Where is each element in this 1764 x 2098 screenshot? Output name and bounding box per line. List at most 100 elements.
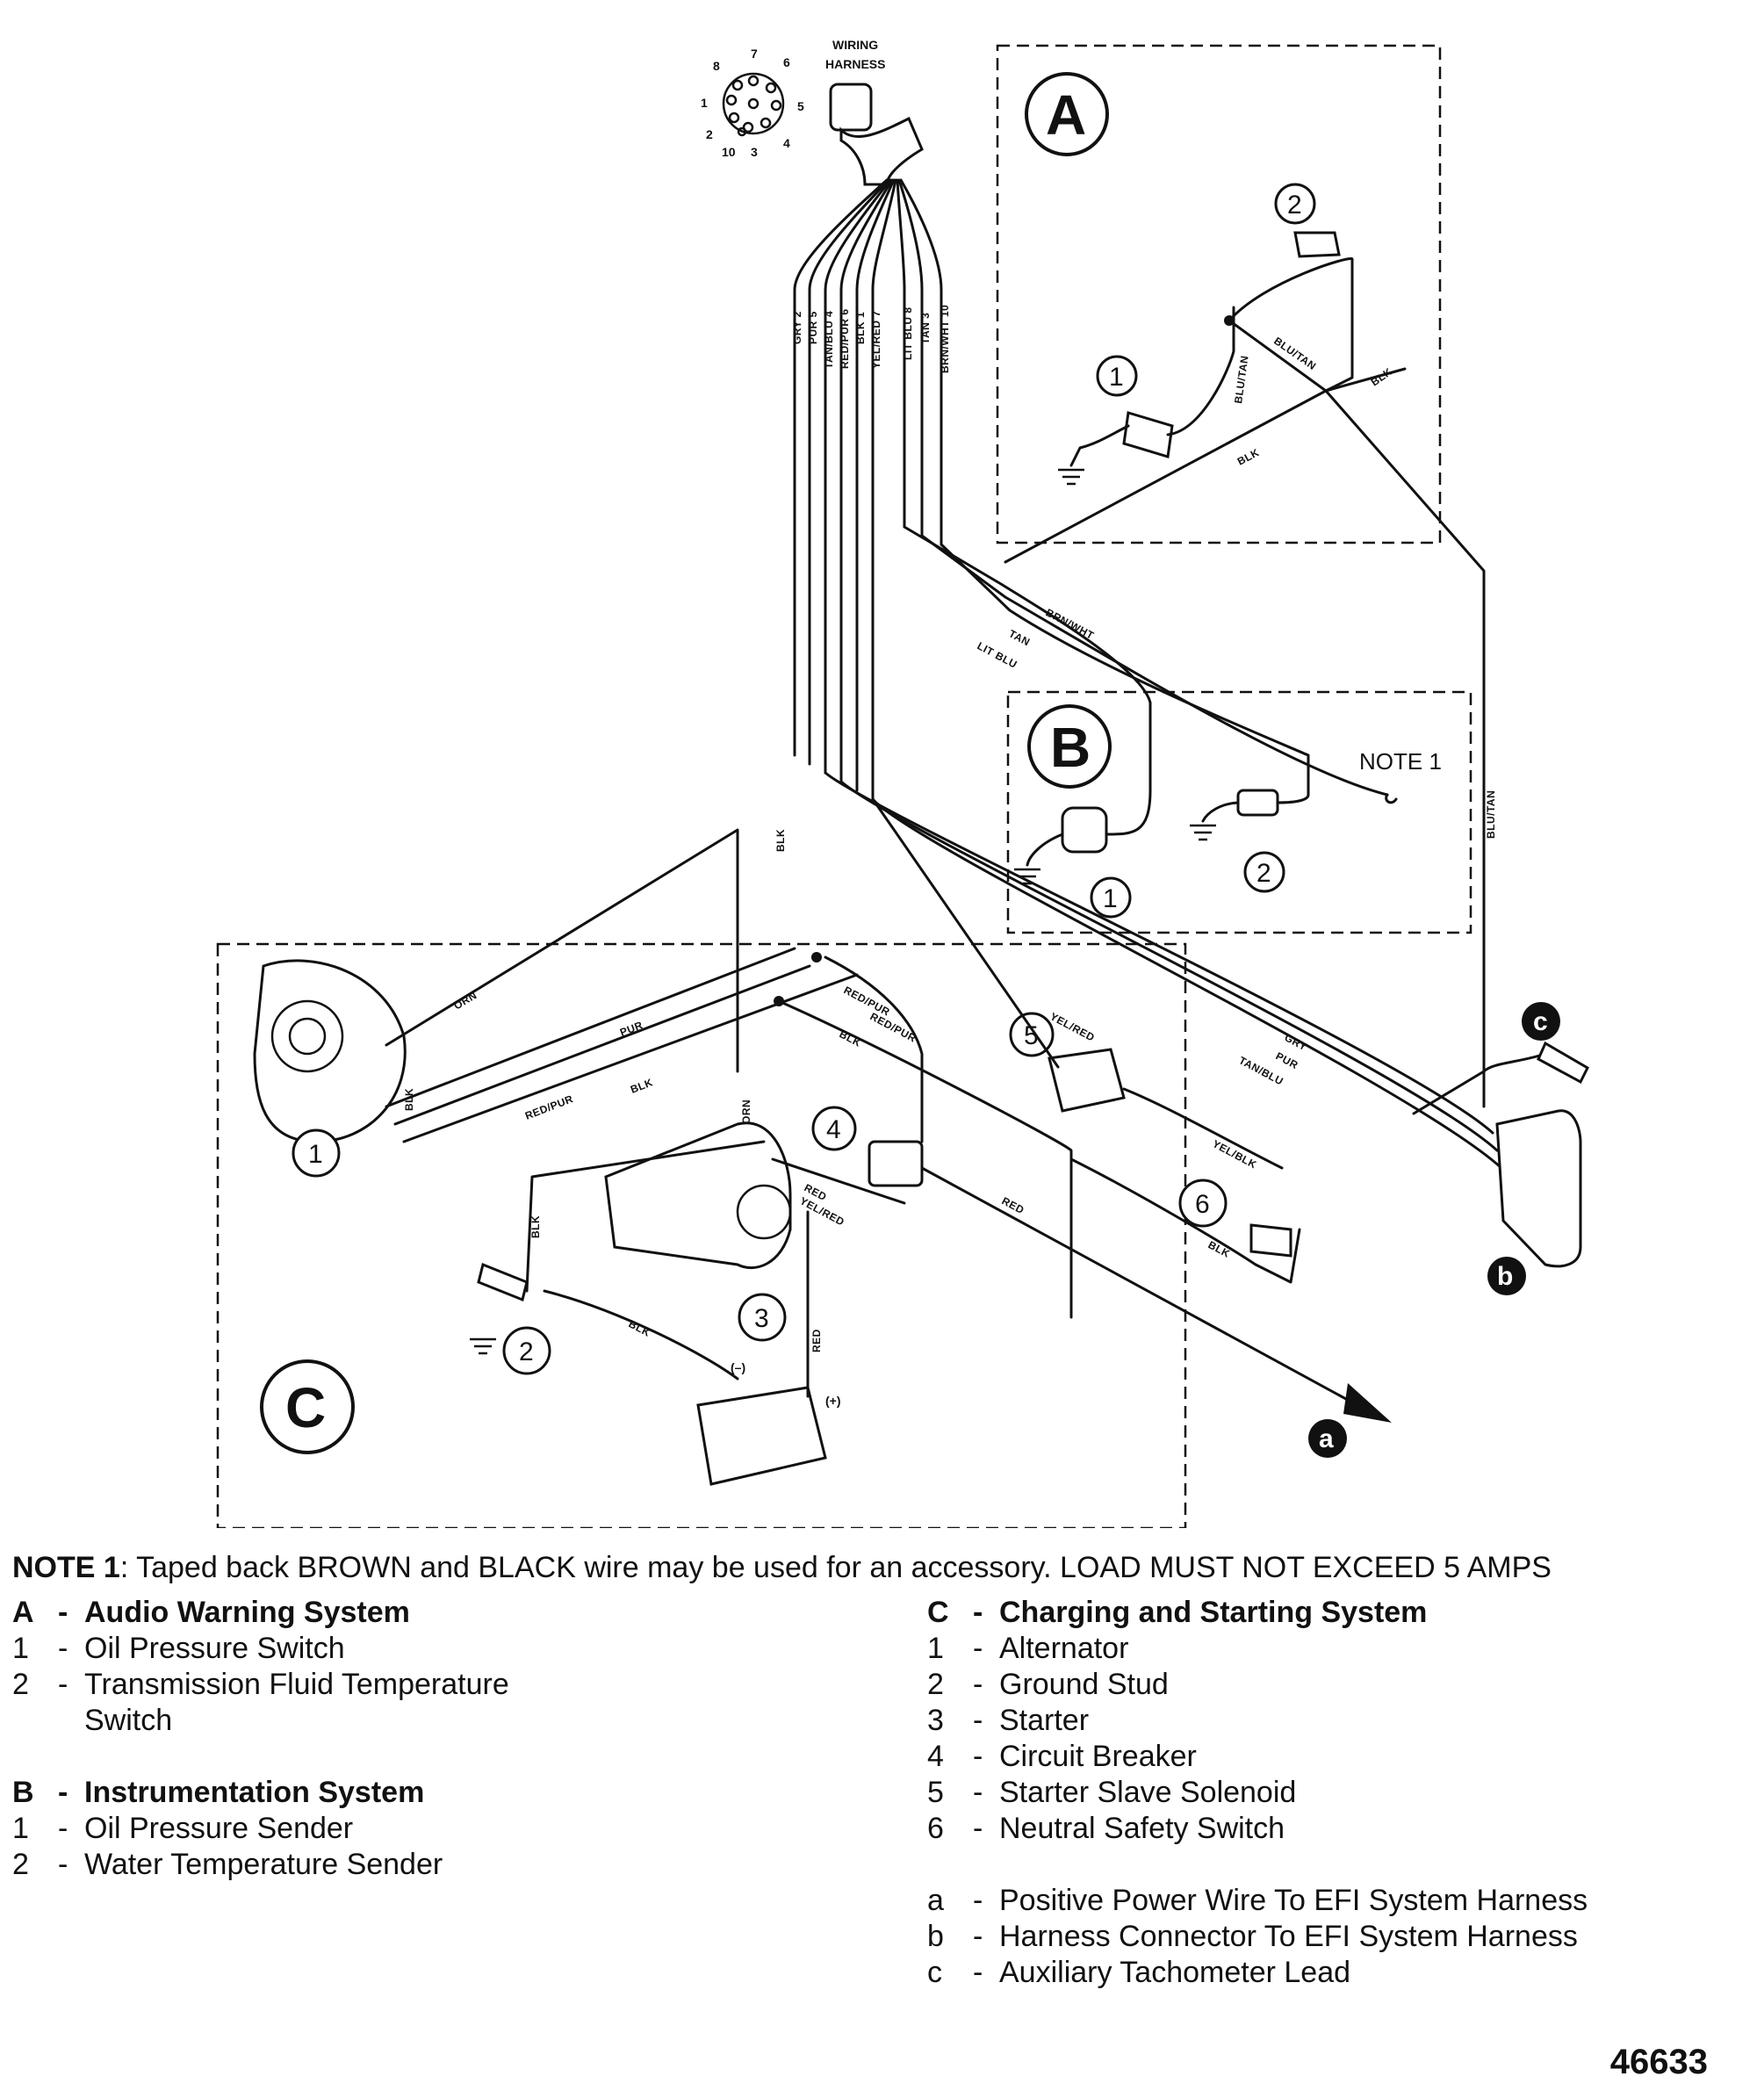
legend-c-item-2: 2-Ground Stud xyxy=(927,1667,1753,1703)
legend-col-right: C-Charging and Starting System 1-Alterna… xyxy=(927,1595,1753,1991)
harness-wires: GRY 2 PUR 5 TAN/BLU 4 RED/PUR 6 BLK 1 YE… xyxy=(791,178,951,801)
section-c-letter: C xyxy=(285,1376,326,1439)
legend-c-item-5-key: 5 xyxy=(927,1776,944,1809)
note-1-text: : Taped back BROWN and BLACK wire may be… xyxy=(119,1551,1552,1584)
legend-a-title-row: A-Audio Warning System xyxy=(12,1595,882,1631)
legend-c-title-row: C-Charging and Starting System xyxy=(927,1595,1753,1631)
wire-label-lit-blu: LIT BLU xyxy=(976,639,1019,671)
harness-label-yel-red: YEL/RED 7 xyxy=(870,310,882,369)
section-a-letter: A xyxy=(1046,83,1086,147)
legend-b-item-1-dash: - xyxy=(58,1812,68,1845)
legend-a-key: A xyxy=(12,1596,34,1629)
pin-10-label: 10 xyxy=(722,145,736,159)
legend-c-item-1: 1-Alternator xyxy=(927,1631,1753,1667)
battery-neg: (–) xyxy=(731,1360,745,1374)
legend-b-item-2-text: Water Temperature Sender xyxy=(84,1848,443,1881)
section-c-callout-3: 3 xyxy=(754,1304,769,1333)
wire-label-blu-tan-long: BLU/TAN xyxy=(1485,790,1497,839)
note-1-label: NOTE 1 xyxy=(1359,748,1442,775)
legend-c-title: Charging and Starting System xyxy=(999,1596,1428,1629)
badge-c-letter: c xyxy=(1533,1007,1548,1036)
legend-letter-a: a-Positive Power Wire To EFI System Harn… xyxy=(927,1883,1753,1919)
wire-label-blk-alt-vert: BLK xyxy=(403,1088,415,1111)
harness-label-brn-wht: BRN/WHT 10 xyxy=(939,305,951,373)
legend-letter-b-text: Harness Connector To EFI System Harness xyxy=(999,1920,1578,1953)
pin-3-label: 3 xyxy=(751,145,758,159)
section-a-callout-1: 1 xyxy=(1109,363,1124,392)
figure-number: 46633 xyxy=(1609,2043,1708,2081)
harness-title-2: HARNESS xyxy=(825,57,885,71)
section-b: B NOTE 1 1 2 xyxy=(1006,690,1472,934)
badge-b-letter: b xyxy=(1497,1262,1513,1291)
a-wire-blu-tan: BLU/TAN xyxy=(1232,355,1251,405)
harness-pinout: 7 6 5 4 3 10 2 1 8 xyxy=(701,47,804,159)
legend-a-item-2: 2-Transmission Fluid Temperature xyxy=(12,1667,882,1703)
legend-c-item-4-dash: - xyxy=(973,1740,983,1773)
legend-c-item-1-text: Alternator xyxy=(999,1632,1129,1665)
legend-c-item-6-dash: - xyxy=(973,1812,983,1845)
legend-c-item-6-text: Neutral Safety Switch xyxy=(999,1812,1285,1845)
section-c: C 1 ORN PUR RED/PUR BLK BLK BLK RED/PUR … xyxy=(216,797,1392,1528)
harness-label-pur: PUR 5 xyxy=(807,311,819,344)
legend-c-key: C xyxy=(927,1596,949,1629)
legend-b-item-1-text: Oil Pressure Sender xyxy=(84,1812,354,1845)
pin-6-label: 6 xyxy=(783,55,790,69)
section-c-callout-6: 6 xyxy=(1195,1190,1210,1219)
wire-label-blk-nss: BLK xyxy=(1206,1238,1233,1260)
battery-pos: (+) xyxy=(825,1394,841,1408)
legend-letter-c: c-Auxiliary Tachometer Lead xyxy=(927,1955,1753,1991)
wire-label-blk-bat: BLK xyxy=(627,1317,653,1339)
legend-a-dash: - xyxy=(58,1596,68,1629)
wire-label-red-pur: RED/PUR xyxy=(523,1092,575,1122)
legend-c-item-1-key: 1 xyxy=(927,1632,944,1665)
wire-label-orn-starter: ORN xyxy=(740,1099,752,1124)
note-1: NOTE 1: Taped back BROWN and BLACK wire … xyxy=(12,1551,1552,1585)
legend-letter-a-dash: - xyxy=(973,1884,983,1917)
wire-label-red-pur-2: RED/PUR xyxy=(842,984,892,1018)
wire-label-blk-harness: BLK xyxy=(774,829,787,852)
harness-label-tan: TAN 3 xyxy=(919,313,932,344)
a-wire-blk-1: BLK xyxy=(1369,365,1394,388)
legend-c-item-2-dash: - xyxy=(973,1668,983,1701)
harness-label-red-pur: RED/PUR 6 xyxy=(839,308,851,369)
legend-c-item-4-key: 4 xyxy=(927,1740,944,1773)
legend-c-dash: - xyxy=(973,1596,983,1629)
legend-a-item-2-cont-text: Switch xyxy=(84,1704,173,1737)
legend-letter-a-text: Positive Power Wire To EFI System Harnes… xyxy=(999,1884,1588,1917)
wire-label-tan: TAN xyxy=(1007,627,1033,648)
legend-b-item-2: 2-Water Temperature Sender xyxy=(12,1847,882,1883)
wire-label-gry: GRY xyxy=(1283,1031,1309,1053)
legend-b-item-1-key: 1 xyxy=(12,1812,29,1845)
wire-label-pur: PUR xyxy=(618,1019,644,1039)
legend-c-item-5-dash: - xyxy=(973,1776,983,1809)
wire-label-blk-gnd: BLK xyxy=(529,1215,542,1238)
legend-a-item-2-dash: - xyxy=(58,1668,68,1701)
section-b-letter: B xyxy=(1050,716,1091,779)
section-c-callout-1: 1 xyxy=(308,1140,323,1169)
wire-label-blk-alt: BLK xyxy=(629,1076,654,1095)
wire-label-pur-right: PUR xyxy=(1274,1049,1300,1071)
pin-7-label: 7 xyxy=(751,47,758,61)
badge-a: a xyxy=(1308,1419,1347,1458)
pin-5-label: 5 xyxy=(797,99,804,113)
legend-letter-b-dash: - xyxy=(973,1920,983,1953)
legend-c-item-2-text: Ground Stud xyxy=(999,1668,1169,1701)
badge-a-letter: a xyxy=(1319,1424,1334,1453)
badge-c: c xyxy=(1522,1002,1560,1041)
legend-letter-b: b-Harness Connector To EFI System Harnes… xyxy=(927,1919,1753,1955)
legend-c-item-3-text: Starter xyxy=(999,1704,1090,1737)
harness-label-tan-blu: TAN/BLU 4 xyxy=(823,311,835,369)
harness-title-1: WIRING xyxy=(832,38,878,52)
pin-1-label: 1 xyxy=(701,96,708,110)
section-b-callout-2: 2 xyxy=(1256,859,1271,888)
section-b-wires: BRN/WHT TAN LIT BLU BLU/TAN xyxy=(903,525,1497,839)
legend-b-title-row: B-Instrumentation System xyxy=(12,1775,882,1811)
legend-c-item-6-key: 6 xyxy=(927,1812,944,1845)
harness-label-blk: BLK 1 xyxy=(854,312,867,344)
section-c-callout-2: 2 xyxy=(519,1337,534,1366)
legend-c-item-2-key: 2 xyxy=(927,1668,944,1701)
harness-label-lit-blu: LIT BLU 8 xyxy=(902,307,914,361)
legend-a-item-1-key: 1 xyxy=(12,1632,29,1665)
legend-a-item-2-text: Transmission Fluid Temperature xyxy=(84,1668,509,1701)
legend-b-item-2-dash: - xyxy=(58,1848,68,1881)
